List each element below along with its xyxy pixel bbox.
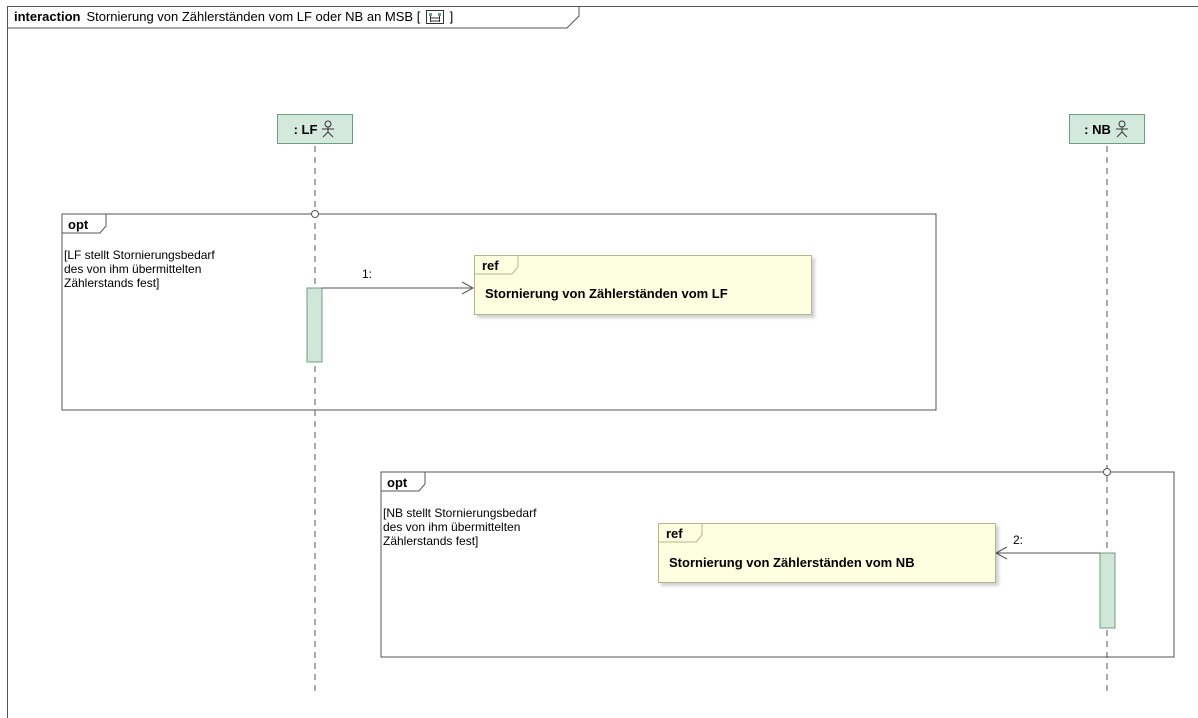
frame-keyword: interaction: [14, 9, 81, 24]
interaction-frame: [7, 6, 1198, 718]
guard-line: des von ihm übermittelten: [64, 262, 202, 276]
opt-fragment-1: [61, 213, 937, 411]
lifeline-nb-head[interactable]: : NB: [1069, 114, 1145, 144]
fragment-2-guard: [NB stellt Stornierungsbedarf des von ih…: [383, 506, 536, 548]
fragment-1-operator: opt: [68, 217, 89, 232]
ref-title: Stornierung von Zählerständen vom LF: [485, 286, 728, 301]
ref-box-nb[interactable]: ref Stornierung von Zählerständen vom NB: [658, 523, 996, 583]
frame-bracket-open: [: [416, 9, 421, 24]
opt-fragment-2: [380, 471, 1175, 658]
message-1-arrowhead: [461, 281, 475, 295]
message-2-arrowhead: [994, 546, 1008, 560]
frame-bracket-close: ]: [449, 9, 454, 24]
ref-box-lf[interactable]: ref Stornierung von Zählerständen vom LF: [474, 255, 812, 315]
ref-keyword: ref: [666, 526, 683, 541]
frame-title: Stornierung von Zählerständen vom LF ode…: [86, 9, 414, 24]
lifeline-nb-label: : NB: [1084, 121, 1111, 137]
actor-icon: [322, 120, 335, 138]
opt-fragment-2-tab: [381, 472, 426, 492]
activation-lf: [306, 287, 323, 363]
frame-heading: interaction Stornierung von Zählerständen…: [14, 9, 453, 24]
guard-line: [LF stellt Stornierungsbedarf: [64, 248, 215, 262]
fragment-2-gate: [1103, 468, 1111, 476]
message-2-label: 2:: [1013, 533, 1024, 547]
sequence-diagram-icon: [425, 10, 444, 24]
ref-tab-outline: [474, 255, 519, 275]
lifeline-lf-label: : LF: [293, 121, 318, 137]
fragment-1-guard: [LF stellt Stornierungsbedarf des von ih…: [64, 248, 215, 290]
ref-tab-outline: [658, 523, 703, 543]
opt-fragment-1-tab: [62, 214, 107, 234]
message-1-label: 1:: [362, 267, 373, 281]
activation-nb: [1099, 552, 1116, 629]
ref-keyword: ref: [482, 258, 499, 273]
fragment-1-gate: [311, 210, 319, 218]
ref-title: Stornierung von Zählerständen vom NB: [669, 555, 915, 570]
guard-line: [NB stellt Stornierungsbedarf: [383, 506, 537, 520]
lifeline-lf-head[interactable]: : LF: [277, 114, 353, 144]
actor-icon: [1115, 120, 1128, 138]
guard-line: des von ihm übermittelten: [383, 520, 521, 534]
guard-line: Zählerstands fest]: [64, 276, 160, 290]
guard-line: Zählerstands fest]: [383, 534, 479, 548]
frame-tab-outline: [7, 6, 580, 29]
fragment-2-operator: opt: [387, 475, 408, 490]
